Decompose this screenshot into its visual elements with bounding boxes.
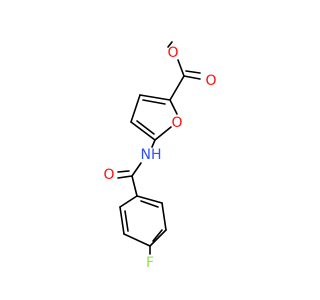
atom-o-amide: O (103, 167, 114, 183)
colored-bond-group (117, 70, 201, 179)
bond-benz-inner-a (124, 210, 129, 232)
bond-c3-c4 (130, 94, 141, 123)
bond-group (119, 41, 185, 255)
bond-benz-1-2 (119, 195, 138, 208)
bond-carbonyl-double-b (185, 70, 201, 74)
bond-c4-c5-inner (136, 120, 155, 135)
bond-benz-4-5 (149, 229, 167, 247)
bond-ccarbonyl-c2 (169, 75, 185, 101)
bond-amide-double-b (117, 170, 130, 173)
bond-benz-5-6 (161, 202, 167, 231)
atom-o-carbonyl: O (205, 73, 216, 89)
bond-benz-inner-c (140, 200, 159, 208)
atom-o-ester: O (167, 45, 178, 61)
bond-c4-c5 (130, 121, 156, 141)
bond-amide-double-a (117, 175, 133, 179)
bond-benz-3-4 (123, 233, 151, 247)
bond-oring-c2 (169, 99, 178, 115)
atom-nh: NH (141, 147, 162, 163)
bond-carbonyl-double-a (183, 75, 201, 80)
bond-benz-2-3 (119, 206, 125, 235)
atom-f: F (146, 255, 154, 271)
bond-n-camide (131, 162, 142, 177)
structure-canvas: O O O NH O F (103, 41, 217, 271)
bond-c5-oring (154, 126, 172, 141)
bond-c2-c3-inner (142, 99, 166, 105)
molecule-structure: O O O NH O F (103, 41, 217, 271)
atom-o-ring: O (171, 115, 182, 131)
bond-camide-cbenz1 (131, 175, 138, 197)
bond-benz-6-1 (136, 195, 163, 204)
bond-benz-inner-b (152, 229, 163, 242)
bond-c5-n (151, 139, 156, 148)
bond-oester-ccarbonyl (177, 59, 185, 77)
bond-c2-c3 (139, 94, 171, 101)
bond-methyl-oester (167, 41, 173, 48)
